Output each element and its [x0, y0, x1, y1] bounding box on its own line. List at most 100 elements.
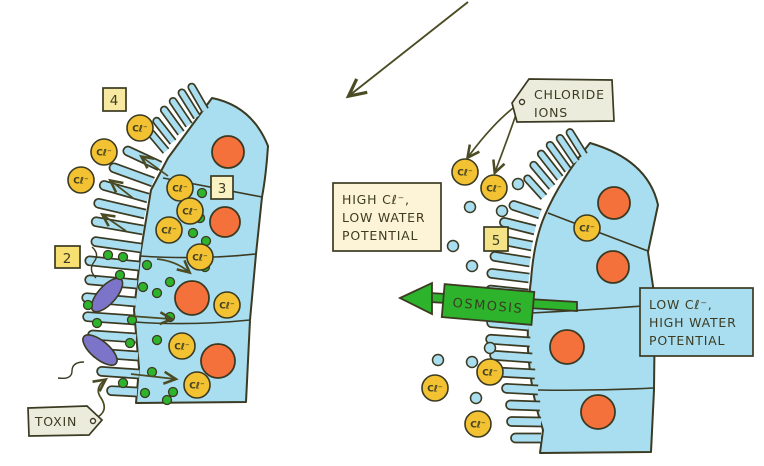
chloride-ion-symbol: Cℓ⁻: [579, 225, 595, 235]
chloride-ion-circle: [476, 358, 504, 386]
step-box-3-rect: [210, 175, 234, 200]
high-chloride-box: HIGH Cℓ⁻, LOW WATER POTENTIAL: [332, 182, 442, 252]
chloride-ion: Cℓ⁻: [213, 291, 241, 319]
chloride-ion: Cℓ⁻: [183, 371, 211, 399]
toxin-molecule: [117, 251, 129, 263]
chloride-ion-circle: [451, 158, 479, 186]
high-box-line3: POTENTIAL: [342, 228, 418, 243]
cell-nucleus: [597, 186, 631, 220]
chloride-secretion-arrow: [139, 154, 169, 177]
microvillus: [159, 105, 185, 136]
water-molecule: [431, 353, 445, 367]
cell-nucleus: [596, 250, 630, 284]
toxin-molecule: [91, 317, 103, 329]
chloride-ion-symbol: Cℓ⁻: [219, 302, 235, 312]
chloride-ion-symbol: Cℓ⁻: [96, 149, 112, 159]
low-chloride-box: LOW Cℓ⁻, HIGH WATER POTENTIAL: [639, 287, 754, 357]
chloride-ion-circle: [90, 138, 118, 166]
water-molecule: [483, 341, 497, 355]
toxin-molecule: [141, 259, 153, 271]
water-molecule: [511, 177, 525, 191]
chloride-movement-arrow: [156, 258, 192, 275]
chloride-ion: Cℓ⁻: [186, 243, 214, 271]
toxin-molecule: [167, 386, 179, 398]
microvillus: [90, 236, 142, 254]
cell-nucleus: [200, 343, 236, 379]
cell-nucleus: [209, 206, 241, 238]
microvillus: [168, 97, 193, 128]
chloride-ion-circle: [126, 114, 154, 142]
microvillus: [489, 251, 531, 268]
vibrio-bacterium: [82, 334, 118, 366]
chloride-ion: Cℓ⁻: [90, 138, 118, 166]
toxin-molecule: [164, 311, 176, 323]
chloride-ion: Cℓ⁻: [421, 374, 449, 402]
microvillus: [486, 268, 530, 284]
step-box-5: 5: [483, 226, 509, 252]
microvillus: [84, 255, 140, 272]
toxin-leader-arrow: [92, 377, 108, 420]
cell-nucleus: [580, 394, 616, 430]
microvillus: [508, 200, 542, 220]
high-box-line2: LOW WATER: [342, 210, 425, 225]
water-molecule: [446, 239, 460, 253]
microvillus: [187, 82, 209, 113]
layer-cells: [81, 82, 659, 454]
chloride-ion: Cℓ⁻: [168, 332, 196, 360]
chloride-ion-symbol: Cℓ⁻: [73, 177, 89, 187]
toxin-tag-text: TOXIN: [34, 414, 77, 429]
microvillus: [96, 366, 140, 380]
chloride-ion: Cℓ⁻: [166, 174, 194, 202]
toxin-molecule: [82, 299, 94, 311]
chloride-ion-symbol: Cℓ⁻: [161, 227, 177, 237]
toxin-tag-eyelet: [89, 417, 97, 425]
chloride-ion-symbol: Cℓ⁻: [132, 125, 148, 135]
microvillus: [555, 134, 580, 165]
microvillus: [523, 174, 548, 200]
cell-nucleus: [549, 329, 585, 365]
microvillus: [93, 198, 147, 220]
layer-items: Cℓ⁻ Cℓ⁻ Cℓ⁻ Cℓ⁻ Cℓ⁻ Cℓ⁻ Cℓ⁻ Cℓ⁻ Cℓ⁻ Cℓ⁻ Cℓ⁻ Cℓ⁻ Cℓ⁻ C…: [57, 104, 601, 438]
chloride-ion-circle: [464, 410, 492, 438]
chloride-movement-arrow: [129, 311, 175, 326]
toxin-molecule: [146, 366, 158, 378]
chloride-ion: Cℓ⁻: [126, 114, 154, 142]
step-box-5-rect: [483, 226, 509, 252]
chloride-ion-symbol: Cℓ⁻: [482, 369, 498, 379]
chloride-secretion-arrow: [99, 212, 127, 232]
chloride-ion: Cℓ⁻: [476, 358, 504, 386]
water-molecule: [465, 355, 479, 369]
step-box-4-number: 4: [110, 93, 119, 109]
microvillus: [536, 149, 564, 181]
toxin-molecule: [187, 227, 199, 239]
low-box-line2: HIGH WATER: [649, 315, 737, 330]
low-box-line3: POTENTIAL: [649, 333, 725, 348]
bacterium-flagellum: [90, 246, 98, 279]
low-box-rect: [639, 287, 754, 357]
chloride-ion: Cℓ⁻: [451, 158, 479, 186]
microvillus: [529, 160, 556, 190]
chloride-ion-circle: [166, 174, 194, 202]
infection-arrow: [345, 1, 469, 99]
osmosis-box: [440, 283, 536, 326]
microvillus: [501, 383, 539, 396]
microvillus: [505, 399, 541, 412]
toxin-molecule: [151, 334, 163, 346]
chloride-ion: Cℓ⁻: [155, 216, 183, 244]
chloride-tag-shape: [511, 78, 615, 123]
chloride-ion-circle: [183, 371, 211, 399]
high-box-rect: [332, 182, 442, 252]
step-box-2-rect: [54, 245, 81, 269]
chloride-ion-circle: [168, 332, 196, 360]
cell-nucleus: [211, 135, 245, 169]
chloride-ion-circle: [67, 166, 95, 194]
chloride-ion-symbol: Cℓ⁻: [470, 421, 486, 431]
chloride-tag-eyelet: [518, 98, 526, 106]
chloride-ion-circle: [155, 216, 183, 244]
microvillus: [545, 141, 572, 173]
toxin-molecule: [161, 394, 173, 406]
chloride-ion-symbol: Cℓ⁻: [457, 169, 473, 179]
chloride-ion-circle: [186, 243, 214, 271]
